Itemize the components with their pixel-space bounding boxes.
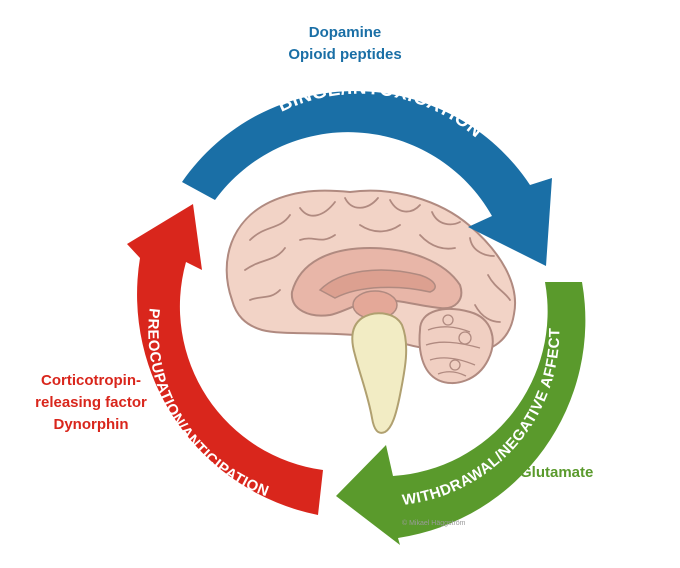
- withdrawal-nt-1: Glutamate: [520, 464, 594, 481]
- binge-nt-1: Dopamine: [308, 24, 382, 41]
- preoccupation-nt-2: releasing factor: [35, 394, 147, 411]
- corpus-callosum: [318, 269, 436, 299]
- binge-neurotransmitters: Dopamine Opioid peptides: [260, 22, 430, 66]
- preoccupation-arrow-shape: [127, 204, 323, 515]
- preoccupation-nt-3: Dynorphin: [53, 416, 129, 433]
- copyright-text: © Mikael Häggström: [402, 519, 466, 527]
- withdrawal-neurotransmitters: Glutamate: [520, 462, 630, 484]
- brainstem: [351, 312, 408, 434]
- brain-illustration: [225, 189, 517, 434]
- withdrawal-arrow-shape: [336, 282, 586, 545]
- preoccupation-neurotransmitters: Corticotropin- releasing factor Dynorphi…: [6, 370, 176, 436]
- cerebellum-folds: [425, 314, 481, 377]
- binge-arrow-shape: [182, 91, 552, 266]
- binge-nt-2: Opioid peptides: [288, 46, 402, 63]
- preoccupation-nt-1: Corticotropin-: [41, 372, 141, 389]
- gyri-lines: [244, 197, 511, 323]
